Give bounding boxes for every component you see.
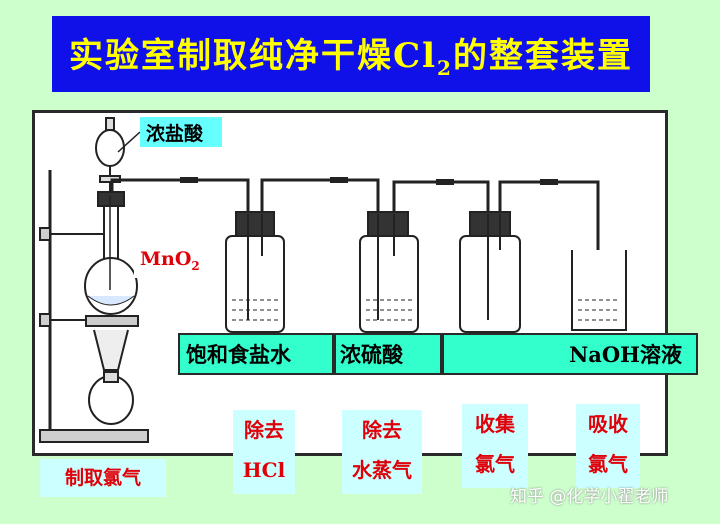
absorption-beaker [571, 250, 627, 331]
funnel-bulb [95, 129, 125, 167]
collect-line1: 收集 [475, 412, 515, 436]
bottle1-body [225, 235, 285, 333]
wash-bottle-brine [225, 211, 285, 333]
flame [93, 329, 129, 371]
label-mno2: MnO2 [134, 242, 214, 278]
remove-hcl-line1: 除去 [244, 418, 284, 442]
beaker-body [571, 250, 627, 331]
bottle2-body [359, 235, 419, 333]
bottle1-stopper [235, 211, 275, 237]
purpose-absorb-chlorine: 吸收 氯气 [576, 404, 640, 488]
title-subscript: 2 [437, 55, 453, 80]
tube-bottle1-to-bottle2 [260, 178, 380, 214]
page-title: 实验室制取纯净干燥Cl2的整套装置 [69, 28, 633, 80]
title-suffix-text: 的整套装置 [452, 36, 633, 77]
mno2-text: MnO [140, 248, 192, 270]
purpose-remove-hcl: 除去 HCl [233, 410, 295, 494]
title-main-text: 实验室制取纯净干燥Cl [69, 36, 438, 77]
flask-body [84, 257, 138, 315]
pointer-line [117, 131, 141, 153]
label-conc-hcl: 浓盐酸 [140, 117, 222, 147]
collection-bottle [459, 211, 521, 333]
naoh-formula: NaOH [569, 341, 640, 367]
wash-bottle-acid [359, 211, 419, 333]
alcohol-lamp [88, 375, 134, 425]
tube-bottle2-to-bottle3 [392, 180, 490, 214]
separatory-funnel [95, 117, 141, 196]
mno2-subscript: 2 [191, 258, 200, 273]
bottle3-body [459, 235, 521, 333]
flask-neck [103, 205, 119, 263]
purpose-remove-water: 除去 水蒸气 [342, 410, 422, 494]
bottle2-stopper [367, 211, 409, 237]
bottle3-stopper [469, 211, 511, 237]
reagent-conc-h2so4: 浓硫酸 [334, 333, 442, 375]
purpose-make-chlorine: 制取氯气 [40, 459, 166, 497]
title-banner: 实验室制取纯净干燥Cl2的整套装置 [52, 16, 650, 92]
wire-gauze [85, 315, 139, 327]
purpose-collect-chlorine: 收集 氯气 [462, 404, 528, 488]
naoh-solution-text: 溶液 [640, 343, 682, 367]
remove-water-line1: 除去 [362, 418, 402, 442]
collect-line2: 氯气 [475, 452, 515, 476]
remove-water-line2: 水蒸气 [352, 458, 412, 482]
tube-flask-to-bottle1 [110, 178, 250, 214]
burner-assembly [85, 315, 139, 425]
flask-stopper [97, 191, 125, 207]
stand-base [39, 429, 149, 443]
apparatus-frame [32, 110, 668, 456]
watermark: 知乎 @化学小翟老师 [510, 487, 669, 507]
remove-hcl-line2: HCl [242, 458, 286, 482]
absorb-line1: 吸收 [588, 412, 628, 436]
round-bottom-flask [84, 191, 138, 315]
reagent-saturated-brine: 饱和食盐水 [178, 333, 334, 375]
absorb-line2: 氯气 [588, 452, 628, 476]
ring-stand [39, 170, 149, 443]
